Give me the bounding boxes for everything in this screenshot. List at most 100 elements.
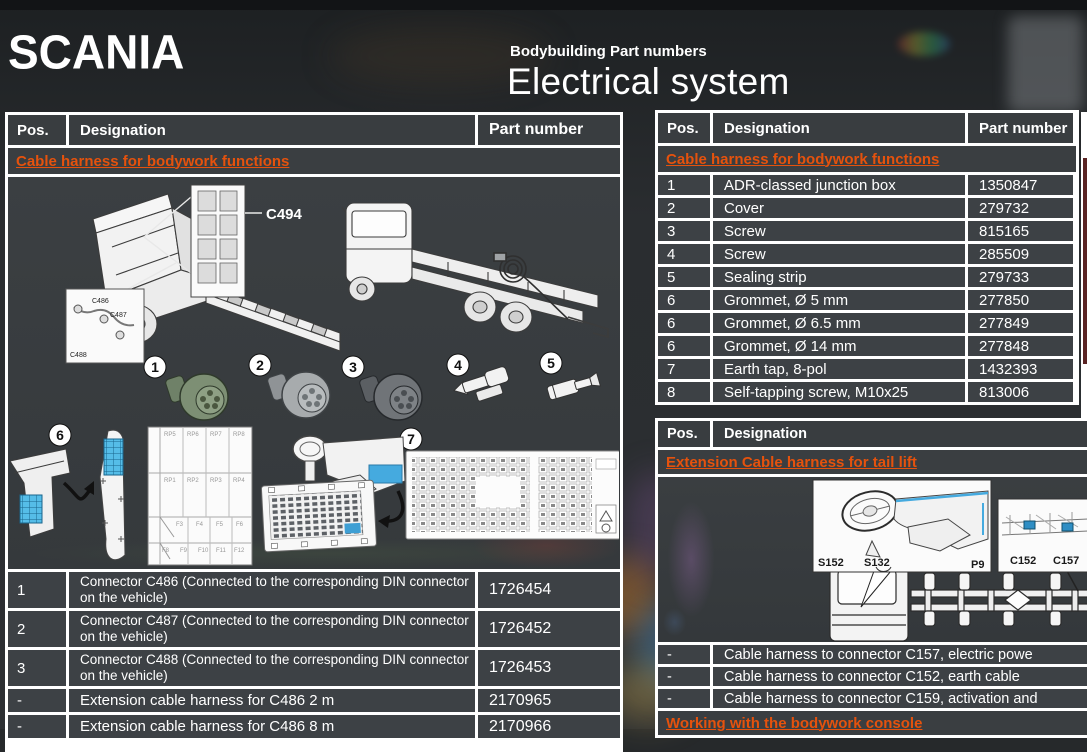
- cab-interior-panel: S152 S132 P9: [812, 479, 992, 573]
- label-c494: C494: [266, 206, 303, 223]
- table-row: - Cable harness to connector C157, elect…: [658, 645, 1087, 664]
- svg-text:4: 4: [454, 357, 462, 373]
- svg-text:F6: F6: [236, 522, 244, 528]
- col-header-pos: Pos.: [8, 115, 66, 145]
- right-section-row: Cable harness for bodywork functions: [658, 146, 1076, 172]
- page-subtitle: Bodybuilding Part numbers: [510, 43, 707, 60]
- svg-text:F4: F4: [196, 522, 204, 528]
- svg-text:RP8: RP8: [233, 432, 245, 438]
- connector-inset-box: C486 C487 C488: [65, 288, 145, 364]
- svg-text:2: 2: [256, 357, 264, 373]
- bg-brown-hint: [330, 26, 550, 86]
- scania-logo: SCANIA: [8, 25, 185, 80]
- right-table-header: Pos. Designation Part number: [658, 113, 1076, 143]
- table-row: 3 Connector C488 (Connected to the corre…: [8, 650, 620, 686]
- c494-callout-box: [190, 184, 246, 298]
- tail-lift-section-row: Extension Cable harness for tail lift: [658, 450, 1087, 474]
- tail-lift-diagram-svg: S152 S132 P9 C152 C157: [812, 479, 1087, 642]
- item7-big-label-card: [405, 450, 620, 540]
- page-title: Electrical system: [507, 61, 790, 102]
- left-diagram-svg: C494 C486 C487 C488: [9, 184, 620, 566]
- terminal-5: [546, 371, 602, 401]
- footer-section-row: Working with the bodywork console: [658, 711, 1087, 735]
- bg-rainbow-wires: [898, 32, 950, 56]
- table-row: - Cable harness to connector C152, earth…: [658, 667, 1087, 686]
- label-p9: P9: [971, 559, 984, 571]
- item6-cab-fragment: [9, 448, 71, 538]
- connector-1-green: [165, 373, 229, 421]
- arrow-to-card: [381, 490, 405, 523]
- svg-text:7: 7: [407, 431, 415, 447]
- section-link-cable-harness-bodywork-right[interactable]: Cable harness for bodywork functions: [666, 150, 940, 168]
- connector-3-dark: [359, 373, 423, 421]
- table-row: - Extension cable harness for C486 8 m 2…: [8, 715, 620, 738]
- table-row: 1 Connector C486 (Connected to the corre…: [8, 572, 620, 608]
- svg-text:F3: F3: [176, 522, 184, 528]
- label-c152: C152: [1010, 555, 1036, 567]
- svg-text:RP3: RP3: [210, 478, 222, 484]
- svg-text:RP2: RP2: [187, 478, 199, 484]
- svg-text:F8: F8: [162, 548, 170, 554]
- chassis-line-art: [829, 559, 1087, 642]
- svg-text:RP1: RP1: [164, 478, 176, 484]
- tail-lift-diagram-image: S152 S132 P9 C152 C157: [658, 477, 1087, 642]
- section-link-extension-cable-tail-lift[interactable]: Extension Cable harness for tail lift: [666, 453, 917, 471]
- label-s152: S152: [818, 557, 844, 569]
- terminal-4: [452, 366, 510, 402]
- col-header-designation: Designation: [713, 113, 965, 143]
- item7-fuse-card: [260, 479, 377, 553]
- table-row: - Cable harness to connector C159, activ…: [658, 689, 1087, 708]
- col-header-pos: Pos.: [658, 113, 710, 143]
- col-header-pos: Pos.: [658, 421, 710, 447]
- label-c488: C488: [70, 352, 87, 359]
- col-header-partnumber: Part number: [478, 115, 620, 145]
- section-link-cable-harness-bodywork[interactable]: Cable harness for bodywork functions: [16, 152, 290, 170]
- frame-connector-panel: C152 C157: [997, 498, 1087, 573]
- coiled-cable: [493, 252, 569, 320]
- svg-text:RP6: RP6: [187, 432, 199, 438]
- col-header-designation: Designation: [713, 421, 1087, 447]
- label-c157: C157: [1053, 555, 1079, 567]
- svg-text:RP5: RP5: [164, 432, 176, 438]
- svg-text:6: 6: [56, 427, 64, 443]
- svg-text:F9: F9: [180, 548, 188, 554]
- right-parts-table: Pos. Designation Part number Cable harne…: [655, 110, 1079, 405]
- svg-text:5: 5: [547, 355, 555, 371]
- left-parts-table: Pos. Designation Part number Cable harne…: [5, 112, 623, 752]
- label-c486: C486: [92, 298, 109, 305]
- connector-2-gray: [267, 371, 331, 419]
- svg-text:F5: F5: [216, 522, 224, 528]
- svg-text:1: 1: [151, 359, 159, 375]
- tail-lift-table: Pos. Designation Extension Cable harness…: [655, 418, 1087, 738]
- item6-fuse-table: RP5 RP6 RP7 RP8 RP1 RP2 RP3 RP4 F3 F4 F5…: [147, 426, 253, 566]
- label-s132: S132: [864, 557, 890, 569]
- svg-text:F10: F10: [198, 548, 209, 554]
- label-c487: C487: [110, 312, 127, 319]
- item6-shaped-panel: [99, 429, 126, 561]
- cut-off-right-panel: [1081, 112, 1087, 420]
- top-dark-bar: [0, 0, 1087, 10]
- table-row: 2 Connector C487 (Connected to the corre…: [8, 611, 620, 647]
- svg-text:F11: F11: [216, 548, 227, 554]
- tail-lift-table-header: Pos. Designation: [658, 421, 1087, 447]
- c157-leader-line: [1066, 570, 1079, 592]
- left-diagram-image: C494 C486 C487 C488: [8, 177, 620, 569]
- col-header-partnumber: Part number: [968, 113, 1073, 143]
- table-row: - Extension cable harness for C486 2 m 2…: [8, 689, 620, 712]
- marker-circles: 1 2 3 4 5 6 7: [48, 351, 563, 451]
- bg-gray-slab: [1008, 16, 1083, 112]
- svg-text:RP7: RP7: [210, 432, 222, 438]
- svg-text:3: 3: [349, 359, 357, 375]
- svg-text:F12: F12: [234, 548, 245, 554]
- section-link-bodywork-console[interactable]: Working with the bodywork console: [666, 714, 923, 732]
